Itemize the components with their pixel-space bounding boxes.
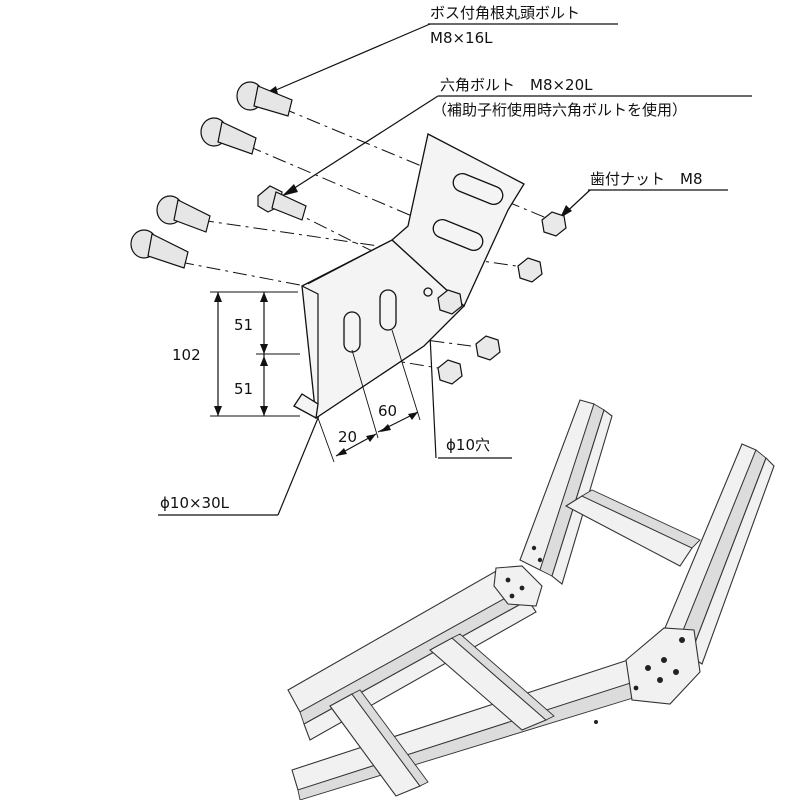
slot-label: ϕ10×30L: [160, 494, 230, 512]
hole-label: ϕ10穴: [446, 436, 490, 454]
dim-upper-pitch: 51: [234, 316, 253, 334]
vertical-dimensions: [210, 291, 300, 417]
boss-bolt-2: [200, 117, 257, 155]
dim-total-height: 102: [172, 346, 201, 364]
boss-bolt-name-label: ボス付角根丸頭ボルト: [430, 4, 580, 22]
boss-bolt-3: [156, 195, 211, 233]
hex-bolt-name-label: 六角ボルト M8×20L: [440, 76, 593, 94]
boss-bolt-4: [130, 229, 189, 269]
nuts: [437, 211, 567, 385]
dim-edge-offset: 20: [338, 428, 357, 446]
joint-plate: [293, 133, 525, 420]
horizontal-dimensions: [317, 329, 421, 463]
hex-bolt-note-label: （補助子桁使用時六角ボルトを使用）: [432, 101, 687, 119]
boss-bolt-size-label: M8×16L: [430, 29, 493, 47]
cable-ladder-illustration: [287, 399, 775, 800]
nut-label: 歯付ナット M8: [590, 170, 703, 188]
dim-slot-pitch: 60: [378, 402, 397, 420]
hex-bolt: [257, 185, 307, 221]
dim-lower-pitch: 51: [234, 380, 253, 398]
boss-bolt-top: [236, 81, 293, 117]
